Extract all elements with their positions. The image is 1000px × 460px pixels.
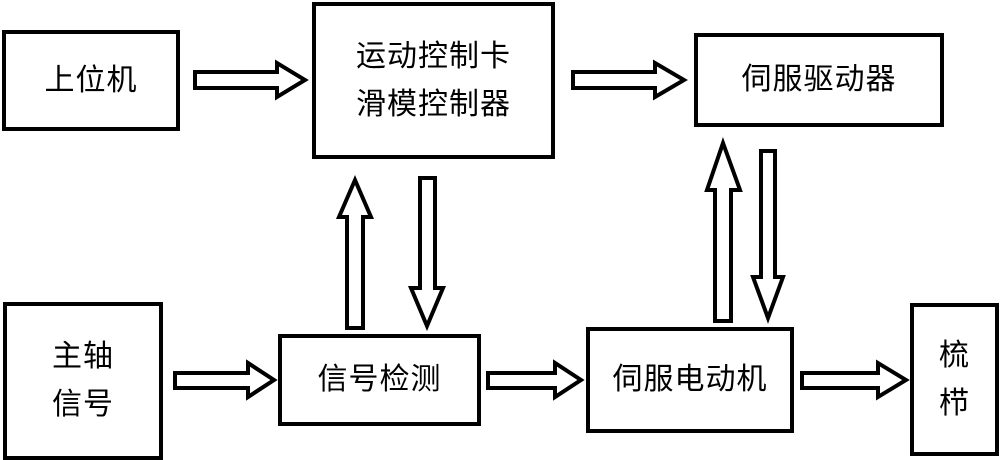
arrow-spindle-to-detection (173, 359, 278, 401)
controller-label-line1: 运动控制卡 (356, 38, 511, 74)
arrow-detection-to-controller (335, 174, 375, 330)
host-label: 上位机 (44, 62, 138, 98)
arrow-detection-to-motor (486, 359, 585, 401)
host-box: 上位机 (2, 30, 180, 131)
signal-detection-box: 信号检测 (278, 334, 481, 426)
spindle-signal-label-line2: 信号 (52, 387, 114, 422)
arrow-servo-driver-to-motor (750, 149, 786, 324)
guide-bar-box: 梳 栉 (910, 303, 999, 456)
controller-box: 运动控制卡 滑模控制器 (312, 2, 555, 159)
spindle-signal-label-line1: 主轴 (52, 339, 114, 374)
spindle-signal-box: 主轴 信号 (3, 302, 163, 460)
arrow-controller-to-servo-driver (571, 59, 688, 101)
arrow-controller-to-detection (407, 176, 447, 332)
servo-motor-label: 伺服电动机 (612, 362, 768, 397)
arrow-motor-to-servo-driver (704, 136, 743, 323)
arrow-host-to-controller (193, 59, 309, 101)
servo-motor-box: 伺服电动机 (586, 327, 794, 433)
signal-detection-label: 信号检测 (317, 362, 442, 397)
controller-label-line2: 滑模控制器 (356, 86, 511, 122)
servo-driver-box: 伺服驱动器 (694, 33, 944, 127)
guide-bar-label-line2: 栉 (939, 385, 970, 421)
guide-bar-label-line1: 梳 (939, 337, 970, 373)
arrow-motor-to-guide-bar (800, 359, 910, 401)
servo-driver-label: 伺服驱动器 (741, 62, 897, 97)
